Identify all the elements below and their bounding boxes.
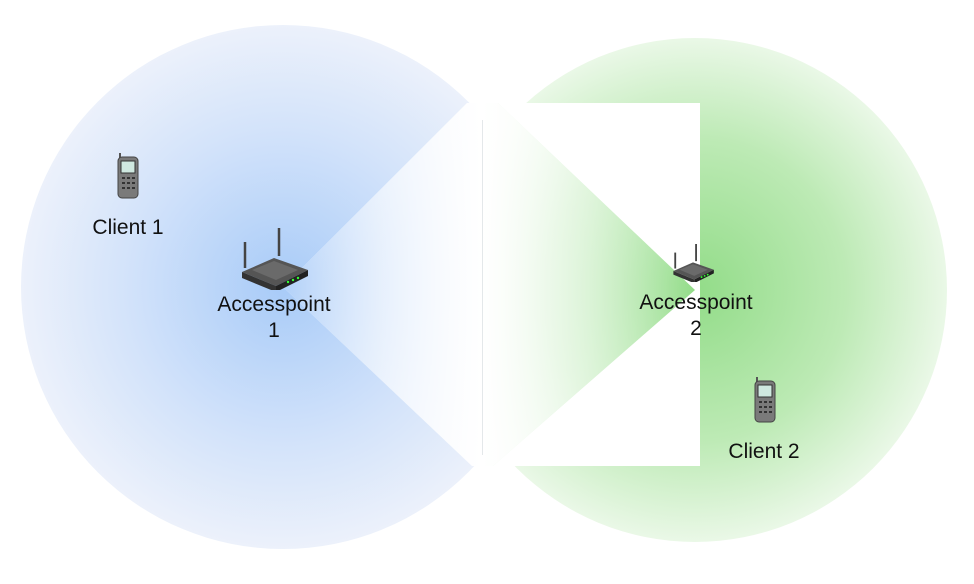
accesspoint-1-label-line1: Accesspoint xyxy=(217,293,331,316)
ap1-wedge-fade-overlay xyxy=(283,103,482,466)
router-icon[interactable] xyxy=(238,228,310,290)
accesspoint-2-label-line1: Accesspoint xyxy=(639,291,753,314)
mobile-phone-icon[interactable] xyxy=(754,377,776,423)
accesspoint-2-label-line2: 2 xyxy=(690,317,702,340)
mobile-phone-icon[interactable] xyxy=(117,153,139,199)
router-icon[interactable] xyxy=(663,244,723,282)
client-2-label: Client 2 xyxy=(728,440,800,463)
accesspoint-1-label-line2: 1 xyxy=(268,319,280,342)
client-1-label: Client 1 xyxy=(92,216,164,239)
accesspoint-1-label: Accesspoint 1 xyxy=(217,292,330,344)
accesspoint-2-label: Accesspoint 2 xyxy=(639,290,752,342)
ap2-wedge-fade-overlay xyxy=(482,103,695,466)
